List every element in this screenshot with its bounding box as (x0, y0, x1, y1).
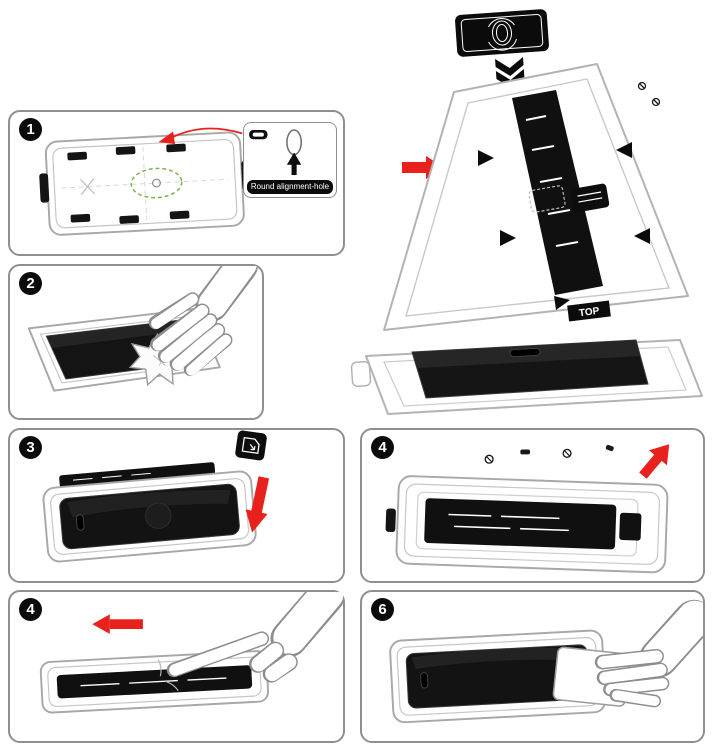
step-number-badge: 1 (19, 118, 42, 141)
fingerprint-icon (488, 18, 517, 51)
align-arrow-icons (478, 142, 650, 310)
step-number-badge: 6 (371, 598, 394, 621)
hand-with-wipe (128, 266, 258, 387)
applicator-piece (528, 183, 610, 213)
step-4-right-art (385, 444, 670, 574)
up-arrow-icon (286, 152, 302, 176)
dynamic-island (76, 514, 85, 531)
callout-art (249, 129, 303, 176)
tray-top-view (385, 475, 669, 574)
alignment-tray-top-view (39, 131, 252, 236)
round-hole-icon (286, 129, 303, 156)
step-number-badge: 3 (19, 436, 42, 459)
top-label-text: TOP (578, 306, 600, 319)
pull-tab-icon (235, 430, 267, 461)
alignment-hole-callout: Round alignment-hole (243, 122, 337, 198)
tray-with-phone (389, 629, 607, 724)
panel-step-6: 6 (360, 590, 705, 743)
red-arrow-left-icon (92, 614, 143, 634)
panel-step-1: 1 (8, 110, 345, 256)
panel-step-3: 3 (8, 428, 345, 583)
film-edge (59, 462, 216, 488)
step-number-badge: 4 (371, 436, 394, 459)
callout-label: Round alignment-hole (247, 180, 333, 194)
tray-side-tab (350, 360, 372, 388)
step-2-art (27, 266, 258, 392)
alignment-hole-highlight (130, 167, 183, 199)
tray-with-phone (42, 462, 257, 563)
small-parts (484, 444, 614, 464)
pressing-hand (157, 592, 343, 691)
base-tray (350, 339, 703, 415)
top-label: TOP (567, 300, 611, 322)
step-1-art (39, 127, 252, 236)
hero-illustration: TOP (350, 0, 713, 422)
pulling-hand (594, 599, 703, 708)
step-number-badge: 2 (19, 272, 42, 295)
phone-in-tray (411, 339, 649, 399)
tray-side-view (39, 650, 270, 714)
red-arrow-down-icon (245, 476, 270, 533)
step-3-art (42, 430, 270, 563)
film-print (424, 498, 617, 550)
dynamic-island (509, 347, 541, 358)
step-number-badge: 4 (19, 598, 42, 621)
panel-step-4-tray-top-view: 4 (360, 428, 705, 583)
panel-step-4-press-center: 4 (8, 590, 345, 743)
slot-icon (249, 130, 268, 140)
red-pointer-arrow-icon (158, 127, 243, 145)
panel-step-2: 2 (8, 264, 264, 420)
hero-art: TOP (350, 9, 703, 415)
alignment-hole (152, 178, 161, 188)
step-6-art (389, 599, 703, 724)
screw-icons (637, 81, 661, 107)
pull-tab (619, 512, 642, 541)
alignment-frame: TOP (383, 63, 689, 331)
step-4-left-art (39, 592, 343, 714)
protector-film (512, 90, 603, 295)
red-arrow-up-right-icon (639, 444, 670, 479)
fingerprint-card (455, 9, 549, 57)
dynamic-island (420, 672, 429, 689)
